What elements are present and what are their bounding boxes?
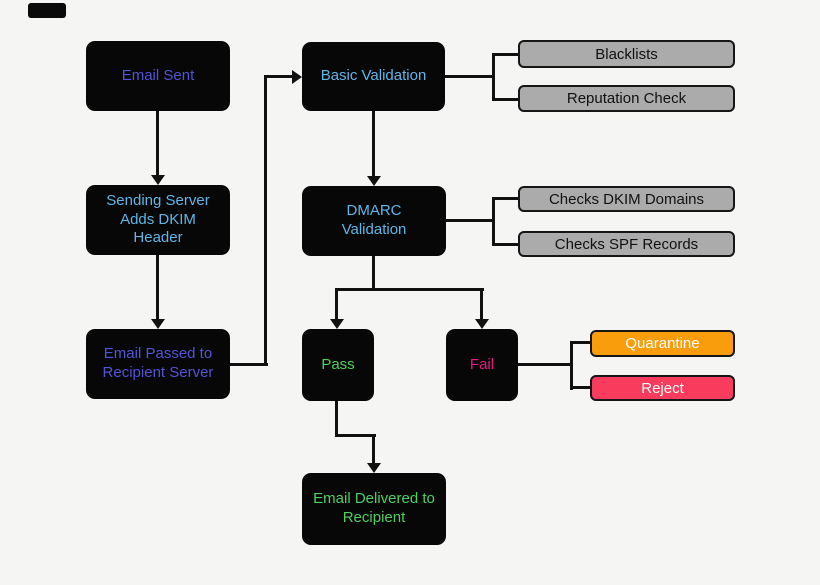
bracket-stub-dkim [492,197,518,200]
corner-mark [28,3,66,18]
bracket-fail-vertical [570,341,573,390]
node-email-sent: Email Sent [86,41,230,111]
side-box-reputation-check: Reputation Check [518,85,735,112]
connector-dmarc-down [372,256,375,291]
node-fail: Fail [446,329,518,401]
connector-basic-to-bracket [445,75,494,78]
node-email-passed-to-recipient: Email Passed to Recipient Server [86,329,230,399]
side-box-checks-dkim-domains: Checks DKIM Domains [518,186,735,212]
connector-passed-elbow-up [264,75,267,366]
bracket-stub-blacklists [492,53,518,56]
connector-pass-to-delivered [372,434,375,464]
side-box-blacklists: Blacklists [518,40,735,68]
tag-reject: Reject [590,375,735,401]
bracket-stub-reject [570,386,590,389]
arrow-down-icon [151,319,165,329]
node-basic-validation: Basic Validation [302,42,445,111]
connector-dmarc-to-bracket [445,219,494,222]
tag-quarantine: Quarantine [590,330,735,357]
connector-split-to-pass [335,288,338,320]
arrow-right-icon [292,70,302,84]
bracket-stub-reputation [492,98,518,101]
node-pass: Pass [302,329,374,401]
bracket-dmarc-vertical [492,197,495,246]
connector-sending-to-passed [156,255,159,320]
connector-passed-elbow-in [264,75,293,78]
node-label: Sending Server Adds DKIM Header [106,191,210,247]
side-box-label: Checks SPF Records [554,235,699,253]
node-email-delivered: Email Delivered to Recipient [302,473,446,545]
bracket-stub-spf [492,243,518,246]
bracket-stub-quarantine [570,341,590,344]
node-sending-server-adds-dkim: Sending Server Adds DKIM Header [86,185,230,255]
side-box-label: Reputation Check [566,90,687,107]
node-label: Pass [321,355,355,373]
connector-passed-elbow-out [230,363,268,366]
connector-fail-to-bracket [518,363,573,366]
node-label: Email Sent [121,66,195,84]
node-label: Basic Validation [320,67,427,85]
arrow-down-icon [367,176,381,186]
tag-label: Reject [641,379,684,397]
tag-label: Quarantine [625,335,700,352]
node-dmarc-validation: DMARC Validation [302,186,446,256]
arrow-down-icon [330,319,344,329]
node-label: Email Delivered to Recipient [313,490,435,526]
side-box-label: Blacklists [595,45,658,63]
arrow-down-icon [151,175,165,185]
node-label: DMARC Validation [341,202,407,238]
connector-sent-to-sending [156,111,159,176]
arrow-down-icon [475,319,489,329]
connector-split-bar [335,288,484,291]
node-label: Fail [469,355,495,373]
connector-pass-elbow [335,434,376,437]
side-box-label: Checks DKIM Domains [548,190,705,208]
side-box-checks-spf-records: Checks SPF Records [518,231,735,257]
node-label: Email Passed to Recipient Server [102,345,214,381]
connector-pass-down [335,401,338,437]
bracket-basic-vertical [492,53,495,101]
connector-basic-to-dmarc [372,111,375,177]
connector-split-to-fail [480,288,483,320]
arrow-down-icon [367,463,381,473]
